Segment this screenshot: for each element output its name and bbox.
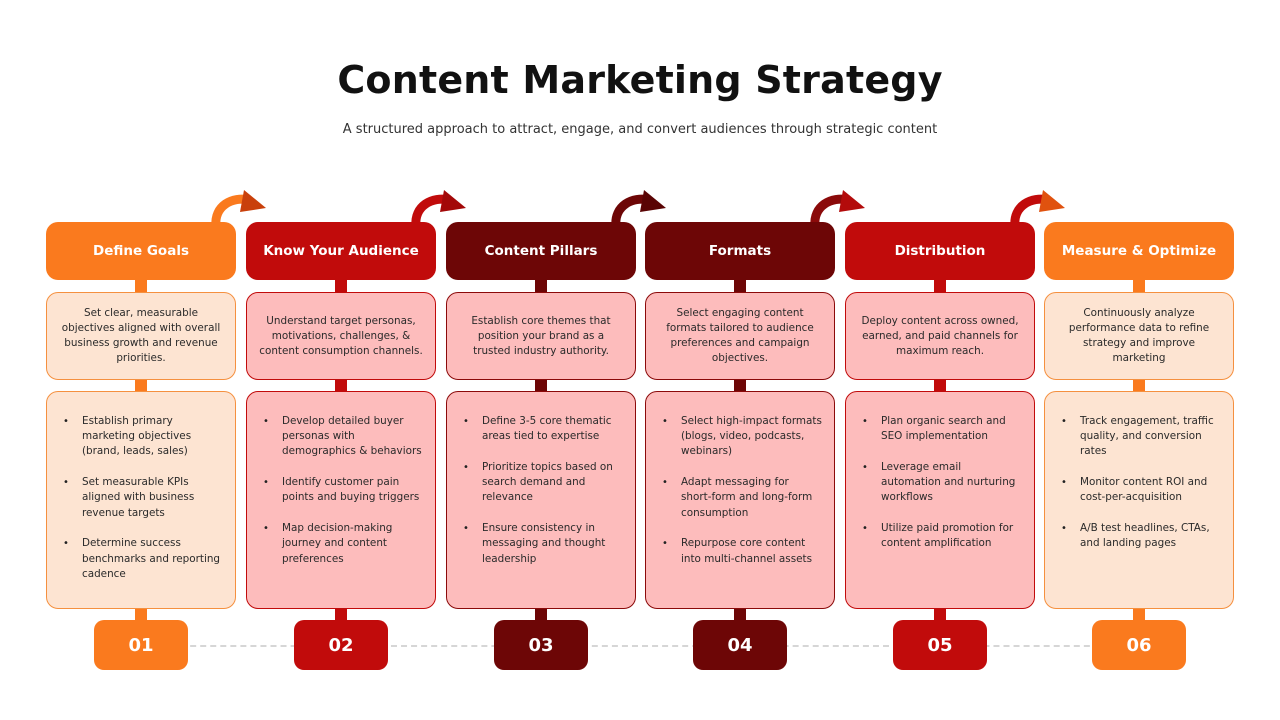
step-number: 02 — [294, 620, 388, 670]
step-3: Content Pillars Establish core themes th… — [446, 0, 666, 720]
step-number: 03 — [494, 620, 588, 670]
step-description: Establish core themes that position your… — [446, 292, 636, 380]
timeline-dashed-line — [150, 645, 1130, 647]
curved-arrow-icon — [411, 190, 466, 227]
step-number: 06 — [1092, 620, 1186, 670]
step-bullets: Define 3-5 core thematic areas tied to e… — [446, 391, 636, 609]
curved-arrow-icon — [611, 190, 666, 227]
step-title: Distribution — [845, 222, 1035, 280]
step-1: Define Goals Set clear, measurable objec… — [46, 0, 266, 720]
step-title: Content Pillars — [446, 222, 636, 280]
list-item: Identify customer pain points and buying… — [261, 475, 423, 505]
list-item: Plan organic search and SEO implementati… — [860, 414, 1022, 444]
step-number: 01 — [94, 620, 188, 670]
list-item: Develop detailed buyer personas with dem… — [261, 414, 423, 460]
step-bullets: Plan organic search and SEO implementati… — [845, 391, 1035, 609]
list-item: Repurpose core content into multi-channe… — [660, 536, 822, 566]
step-4: Formats Select engaging content formats … — [645, 0, 865, 720]
step-title: Define Goals — [46, 222, 236, 280]
list-item: Track engagement, traffic quality, and c… — [1059, 414, 1221, 460]
step-description: Select engaging content formats tailored… — [645, 292, 835, 380]
step-title: Measure & Optimize — [1044, 222, 1234, 280]
list-item: Adapt messaging for short-form and long-… — [660, 475, 822, 521]
step-2: Know Your Audience Understand target per… — [246, 0, 466, 720]
step-description: Deploy content across owned, earned, and… — [845, 292, 1035, 380]
step-bullets: Track engagement, traffic quality, and c… — [1044, 391, 1234, 609]
page-title: Content Marketing Strategy — [337, 58, 943, 102]
step-bullets: Develop detailed buyer personas with dem… — [246, 391, 436, 609]
curved-arrow-icon — [1010, 190, 1065, 227]
step-bullets: Establish primary marketing objectives (… — [46, 391, 236, 609]
list-item: Select high-impact formats (blogs, video… — [660, 414, 822, 460]
step-bullets: Select high-impact formats (blogs, video… — [645, 391, 835, 609]
curved-arrow-icon — [810, 190, 865, 227]
list-item: A/B test headlines, CTAs, and landing pa… — [1059, 521, 1221, 551]
list-item: Ensure consistency in messaging and thou… — [461, 521, 623, 567]
step-title: Formats — [645, 222, 835, 280]
list-item: Define 3-5 core thematic areas tied to e… — [461, 414, 623, 444]
curved-arrow-icon — [211, 190, 266, 227]
list-item: Map decision-making journey and content … — [261, 521, 423, 567]
step-description: Understand target personas, motivations,… — [246, 292, 436, 380]
step-description: Set clear, measurable objectives aligned… — [46, 292, 236, 380]
step-number: 05 — [893, 620, 987, 670]
list-item: Establish primary marketing objectives (… — [61, 414, 223, 460]
step-5: Distribution Deploy content across owned… — [845, 0, 1065, 720]
list-item: Prioritize topics based on search demand… — [461, 460, 623, 506]
list-item: Monitor content ROI and cost-per-acquisi… — [1059, 475, 1221, 505]
list-item: Leverage email automation and nurturing … — [860, 460, 1022, 506]
list-item: Set measurable KPIs aligned with busines… — [61, 475, 223, 521]
page-subtitle: A structured approach to attract, engage… — [342, 122, 938, 137]
step-title: Know Your Audience — [246, 222, 436, 280]
step-6: Measure & Optimize Continuously analyze … — [1044, 0, 1234, 720]
step-description: Continuously analyze performance data to… — [1044, 292, 1234, 380]
step-number: 04 — [693, 620, 787, 670]
list-item: Utilize paid promotion for content ampli… — [860, 521, 1022, 551]
list-item: Determine success benchmarks and reporti… — [61, 536, 223, 582]
